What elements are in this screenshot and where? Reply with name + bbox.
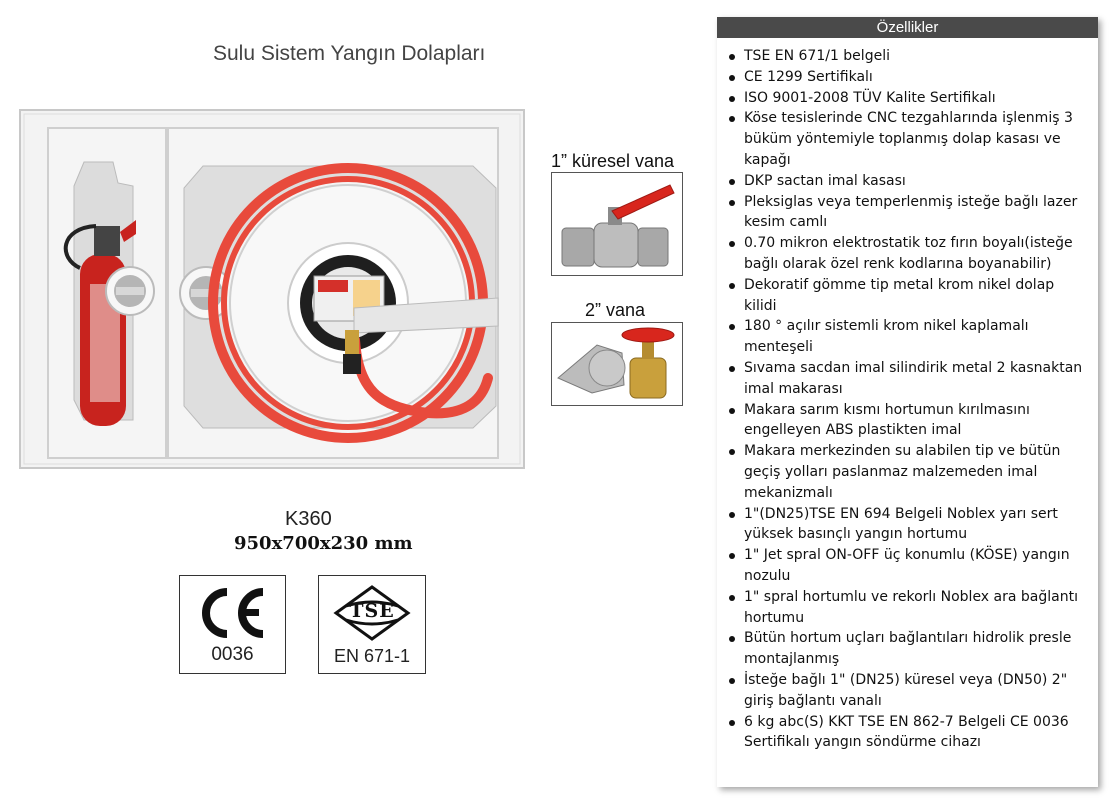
feature-item: 1" spral hortumlu ve rekorlı Noblex ara … [727,587,1087,629]
feature-item: Bütün hortum uçları bağlantıları hidroli… [727,628,1087,670]
features-panel: Özellikler TSE EN 671/1 belgeli CE 1299 … [717,17,1098,787]
ce-number: 0036 [211,644,254,665]
ce-logo [202,588,264,638]
ball-valve-image [551,172,683,276]
tse-logo [333,585,411,641]
product-dimensions: 950x700x230 mm [234,533,413,554]
feature-item: ISO 9001-2008 TÜV Kalite Sertifikalı [727,88,1087,109]
tse-number: EN 671-1 [333,646,411,666]
gate-valve-image [551,322,683,406]
ce-certificate: CE 0036 [179,575,286,674]
page-title: Sulu Sistem Yangın Dolapları [213,42,486,65]
feature-item: TSE EN 671/1 belgeli [727,46,1087,67]
hose-reel [208,163,499,443]
feature-item: 0.70 mikron elektrostatik toz fırın boya… [727,233,1087,275]
valve2-label: 2” vana [585,300,646,320]
feature-item: CE 1299 Sertifikalı [727,67,1087,88]
feature-item: Köse tesislerinde CNC tezgahlarında işle… [727,108,1087,170]
door-lock-left [105,266,155,316]
feature-item: Sıvama sacdan imal silindirik metal 2 ka… [727,358,1087,400]
feature-item: Makara sarım kısmı hortumun kırılmasını … [727,400,1087,442]
model-name: K360 [285,508,332,530]
feature-item: 180 ° açılır sistemli krom nikel kaplama… [727,316,1087,358]
feature-item: Makara merkezinden su alabilen tip ve bü… [727,441,1087,503]
feature-item: Dekoratif gömme tip metal krom nikel dol… [727,275,1087,317]
valve1-label: 1” küresel vana [551,151,675,171]
feature-item: İsteğe bağlı 1" (DN25) küresel veya (DN5… [727,670,1087,712]
feature-item: 1"(DN25)TSE EN 694 Belgeli Noblex yarı s… [727,504,1087,546]
tse-logo-text: TSE [349,600,395,622]
tse-certificate: TSE EN 671-1 [318,575,426,674]
feature-item: Pleksiglas veya temperlenmiş isteğe bağl… [727,192,1087,234]
fire-cabinet-image [19,109,525,469]
features-list: TSE EN 671/1 belgeli CE 1299 Sertifikalı… [727,46,1087,753]
feature-item: DKP sactan imal kasası [727,171,1087,192]
feature-item: 6 kg abc(S) KKT TSE EN 862-7 Belgeli CE … [727,712,1087,754]
features-header: Özellikler [717,17,1098,38]
feature-item: 1" Jet spral ON-OFF üç konumlu (KÖSE) ya… [727,545,1087,587]
